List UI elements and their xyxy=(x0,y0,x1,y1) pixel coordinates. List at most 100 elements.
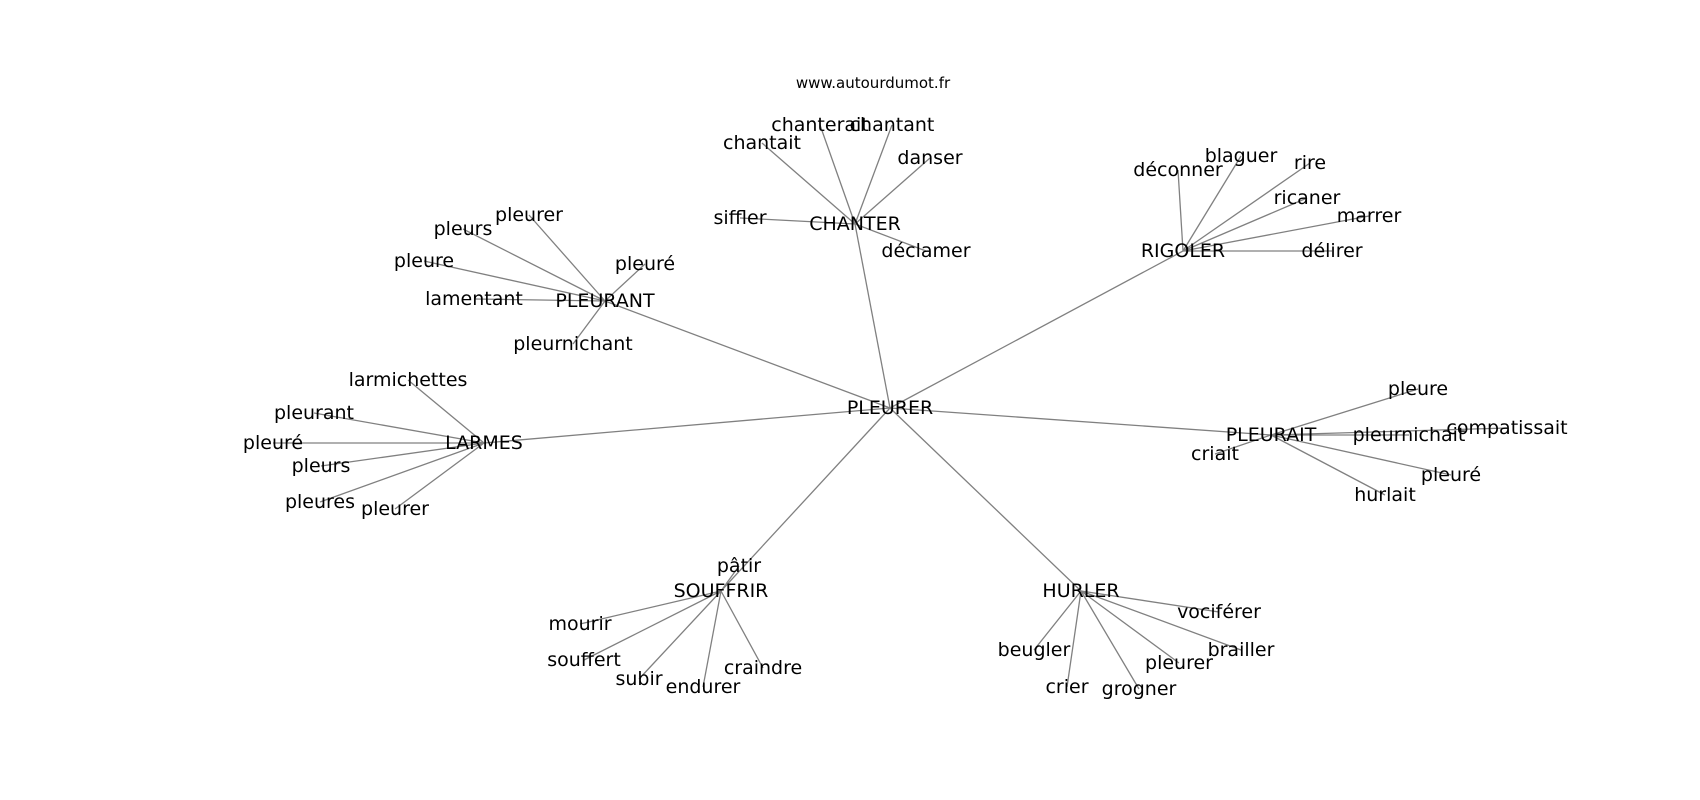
leaf-node-larmes-2[interactable]: pleuré xyxy=(243,432,303,454)
leaf-node-pleurait-4[interactable]: pleuré xyxy=(1421,464,1481,486)
leaf-node-pleurant-5[interactable]: pleurnichant xyxy=(513,333,633,355)
edge-souffrir-4 xyxy=(702,590,722,688)
edge-pleurait-0 xyxy=(1270,388,1419,436)
edge-root-chanter xyxy=(854,223,891,409)
leaf-node-larmes-3[interactable]: pleurs xyxy=(292,455,351,477)
edge-chanter-5 xyxy=(854,223,927,252)
edges xyxy=(273,124,1508,690)
leaf-node-souffrir-5[interactable]: craindre xyxy=(724,657,802,679)
edge-hurler-2 xyxy=(1080,590,1242,651)
edge-souffrir-1 xyxy=(579,590,722,625)
leaf-node-souffrir-4[interactable]: endurer xyxy=(666,676,741,698)
hub-node-larmes[interactable]: LARMES xyxy=(445,432,523,454)
leaf-node-pleurait-1[interactable]: compatissait xyxy=(1446,417,1567,439)
leaf-node-souffrir-2[interactable]: souffert xyxy=(547,649,621,671)
edge-pleurant-1 xyxy=(462,228,606,302)
edge-larmes-5 xyxy=(394,442,485,510)
edge-root-hurler xyxy=(889,407,1082,592)
leaf-node-larmes-5[interactable]: pleurer xyxy=(361,498,429,520)
leaf-node-rigoler-5[interactable]: délirer xyxy=(1301,240,1362,262)
hub-node-pleurant[interactable]: PLEURANT xyxy=(555,290,655,312)
hub-node-souffrir[interactable]: SOUFFRIR xyxy=(674,580,769,602)
edge-larmes-3 xyxy=(320,442,485,467)
leaf-node-pleurait-0[interactable]: pleure xyxy=(1388,378,1448,400)
edge-hurler-1 xyxy=(1033,590,1082,651)
site-label: www.autourdumot.fr xyxy=(796,74,951,92)
leaf-node-souffrir-1[interactable]: mourir xyxy=(548,613,611,635)
leaf-node-pleurait-2[interactable]: pleurnichait xyxy=(1353,424,1466,446)
leaf-node-chanter-0[interactable]: chanterait xyxy=(771,114,869,136)
edge-souffrir-0 xyxy=(720,565,740,592)
edge-chanter-0 xyxy=(819,124,856,225)
leaf-node-rigoler-0[interactable]: blaguer xyxy=(1205,145,1278,167)
edge-pleurait-5 xyxy=(1270,434,1386,496)
leaf-node-chanter-2[interactable]: chantait xyxy=(723,132,801,154)
edge-pleurant-4 xyxy=(473,298,606,302)
edge-hurler-0 xyxy=(1080,590,1220,613)
hub-node-chanter[interactable]: CHANTER xyxy=(809,213,901,235)
edge-larmes-0 xyxy=(407,379,485,444)
edge-pleurait-4 xyxy=(1270,434,1452,476)
edge-pleurait-3 xyxy=(1214,434,1272,455)
edge-pleurant-3 xyxy=(604,263,646,302)
edge-souffrir-5 xyxy=(720,590,764,669)
edge-hurler-5 xyxy=(1080,590,1140,690)
edge-rigoler-1 xyxy=(1182,162,1311,252)
root-node[interactable]: PLEURER xyxy=(847,397,933,419)
edge-root-souffrir xyxy=(720,407,891,592)
edge-rigoler-4 xyxy=(1182,215,1370,252)
leaf-node-hurler-2[interactable]: brailler xyxy=(1208,639,1275,661)
leaf-node-chanter-5[interactable]: déclamer xyxy=(881,240,970,262)
edge-souffrir-2 xyxy=(583,590,722,661)
hub-node-hurler[interactable]: HURLER xyxy=(1042,580,1119,602)
edge-rigoler-0 xyxy=(1182,155,1242,252)
leaf-node-pleurant-3[interactable]: pleuré xyxy=(615,253,675,275)
leaf-node-hurler-1[interactable]: beugler xyxy=(998,639,1071,661)
edge-pleurant-2 xyxy=(423,260,606,302)
edge-souffrir-3 xyxy=(638,590,722,680)
leaf-node-pleurait-5[interactable]: hurlait xyxy=(1354,484,1416,506)
hub-node-rigoler[interactable]: RIGOLER xyxy=(1141,240,1225,262)
leaf-node-chanter-3[interactable]: danser xyxy=(897,147,962,169)
leaf-node-pleurait-3[interactable]: criait xyxy=(1191,443,1239,465)
leaf-node-pleurant-1[interactable]: pleurs xyxy=(434,218,493,240)
leaf-node-pleurant-0[interactable]: pleurer xyxy=(495,204,563,226)
edge-pleurait-1 xyxy=(1270,427,1508,436)
leaf-node-larmes-4[interactable]: pleures xyxy=(285,491,355,513)
leaf-node-pleurant-2[interactable]: pleure xyxy=(394,250,454,272)
leaf-node-hurler-0[interactable]: vociférer xyxy=(1177,601,1261,623)
edge-root-pleurait xyxy=(889,407,1272,436)
edge-pleurant-5 xyxy=(572,300,606,345)
edge-root-rigoler xyxy=(889,250,1184,409)
leaf-node-souffrir-3[interactable]: subir xyxy=(615,668,662,690)
leaf-node-hurler-3[interactable]: pleurer xyxy=(1145,652,1213,674)
leaf-node-chanter-4[interactable]: siffler xyxy=(713,207,766,229)
leaf-node-rigoler-3[interactable]: ricaner xyxy=(1274,187,1341,209)
leaf-node-rigoler-4[interactable]: marrer xyxy=(1337,205,1402,227)
edge-chanter-2 xyxy=(761,142,856,225)
edge-hurler-4 xyxy=(1066,590,1082,688)
leaf-node-larmes-1[interactable]: pleurant xyxy=(274,402,354,424)
leaf-node-rigoler-2[interactable]: déconner xyxy=(1133,159,1223,181)
leaf-node-larmes-0[interactable]: larmichettes xyxy=(349,369,468,391)
edge-rigoler-2 xyxy=(1177,169,1184,252)
edge-root-larmes xyxy=(483,407,891,444)
edge-root-pleurant xyxy=(604,300,891,409)
hub-node-pleurait[interactable]: PLEURAIT xyxy=(1226,424,1317,446)
edge-hurler-3 xyxy=(1080,590,1180,664)
leaf-node-hurler-4[interactable]: crier xyxy=(1045,676,1088,698)
edge-rigoler-3 xyxy=(1182,197,1308,252)
leaf-node-pleurant-4[interactable]: lamentant xyxy=(425,288,523,310)
leaf-node-rigoler-1[interactable]: rire xyxy=(1294,152,1326,174)
edge-chanter-1 xyxy=(854,124,893,225)
edge-pleurant-0 xyxy=(528,214,606,302)
edge-chanter-4 xyxy=(739,217,856,225)
leaf-node-chanter-1[interactable]: chantant xyxy=(850,114,935,136)
leaf-node-hurler-5[interactable]: grogner xyxy=(1102,678,1177,700)
edge-larmes-1 xyxy=(313,412,485,444)
edge-larmes-4 xyxy=(319,442,485,503)
leaf-node-souffrir-0[interactable]: pâtir xyxy=(717,555,761,577)
edge-chanter-3 xyxy=(854,157,931,225)
